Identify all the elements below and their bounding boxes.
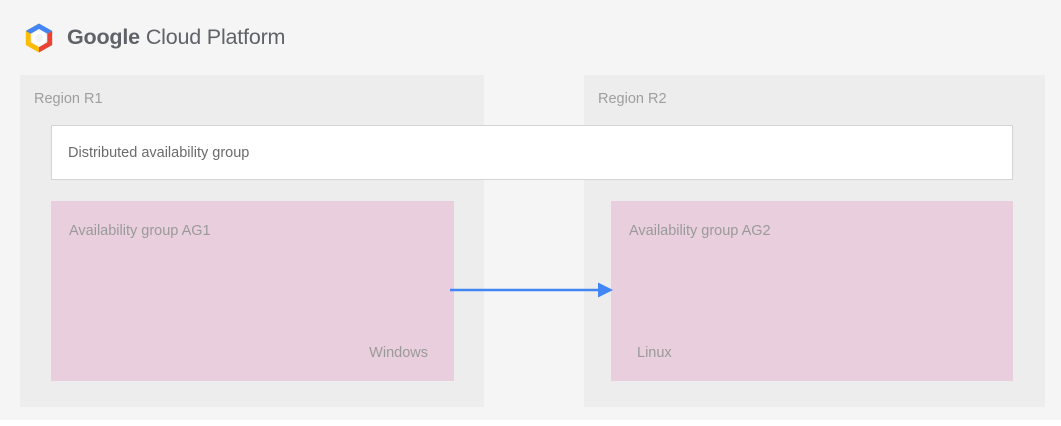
availability-group-ag1-os-label: Windows (369, 345, 428, 361)
region-label-r1: Region R1 (34, 91, 103, 107)
availability-group-ag1-title: Availability group AG1 (69, 223, 211, 239)
brand-title-rest: Cloud Platform (145, 25, 286, 50)
availability-group-ag2-box: Availability group AG2 Linux (611, 201, 1013, 381)
google-cloud-platform-logo-icon (22, 21, 56, 55)
distributed-availability-group-box: Distributed availability group (51, 125, 1013, 180)
availability-group-ag2-title: Availability group AG2 (629, 223, 771, 239)
region-label-r2: Region R2 (598, 91, 667, 107)
distributed-availability-group-label: Distributed availability group (68, 144, 250, 161)
availability-group-ag2-os-label: Linux (637, 345, 672, 361)
availability-group-ag1-box: Availability group AG1 Windows (51, 201, 454, 381)
brand-title-google: Google (67, 25, 140, 50)
